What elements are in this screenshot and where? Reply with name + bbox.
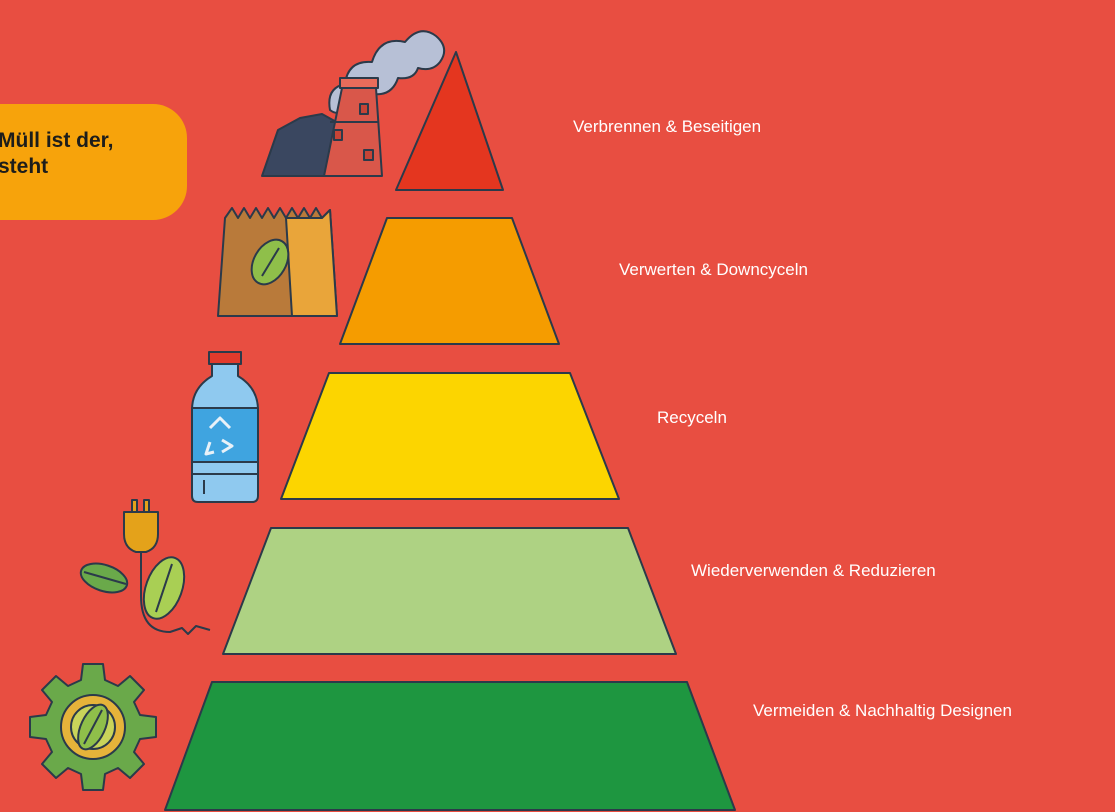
gear-leaf-icon: [29, 663, 157, 791]
plug-leaves-icon: [79, 499, 211, 635]
quote-callout: Müll ist der, steht: [0, 104, 187, 220]
tier-incinerate: Verbrennen & Beseitigen: [395, 51, 761, 191]
tier-shape-recover: [339, 217, 560, 345]
quote-line-2: steht: [0, 155, 49, 178]
tier-recover: Verwerten & Downcyceln: [339, 217, 808, 345]
tier-reuse: Wiederverwenden & Reduzieren: [222, 527, 936, 655]
tier-label-incinerate: Verbrennen & Beseitigen: [573, 117, 761, 136]
tier-shape-reuse: [222, 527, 677, 655]
quote-line-1: Müll ist der,: [0, 129, 114, 152]
plastic-bottle-recycle-icon: [191, 351, 259, 503]
tier-avoid: Vermeiden & Nachhaltig Designen: [164, 681, 1012, 811]
tier-label-recover: Verwerten & Downcyceln: [619, 260, 808, 279]
tier-shape-avoid: [164, 681, 736, 811]
tier-shape-recycle: [280, 372, 620, 500]
factory-chimney-icon: [261, 30, 446, 177]
tier-label-reuse: Wiederverwenden & Reduzieren: [691, 561, 936, 580]
tier-shape-incinerate: [395, 51, 504, 191]
tier-recycle: Recyceln: [280, 372, 727, 500]
tier-label-recycle: Recyceln: [657, 408, 727, 427]
paper-bag-leaf-icon: [217, 207, 338, 317]
tier-label-avoid: Vermeiden & Nachhaltig Designen: [753, 701, 1012, 720]
